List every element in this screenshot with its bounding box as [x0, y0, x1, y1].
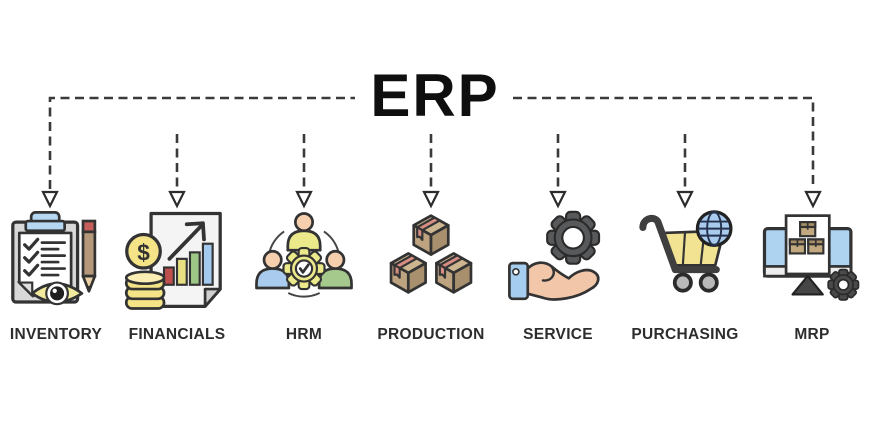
module-service: SERVICE: [496, 204, 620, 354]
financials-label: FINANCIALS: [128, 326, 226, 343]
team-network-gear-icon: [255, 212, 353, 298]
mrp-label: MRP: [794, 326, 830, 343]
document-chart-coins-icon: $: [124, 211, 222, 310]
shopping-cart-globe-icon: [639, 210, 733, 293]
dollar-sign: $: [137, 239, 150, 265]
module-hrm: HRM: [242, 204, 366, 354]
monitor-boxes-gear-icon: [762, 214, 860, 301]
module-inventory: INVENTORY: [0, 204, 118, 354]
hrm-label: HRM: [285, 326, 323, 343]
arrowhead-service: [549, 190, 567, 209]
module-production: PRODUCTION: [369, 204, 493, 354]
erp-title: ERP: [370, 62, 500, 129]
arrowhead-purchasing: [676, 190, 694, 209]
arrowhead-financials: [168, 190, 186, 209]
module-mrp: MRP: [750, 204, 870, 354]
purchasing-label: PURCHASING: [631, 326, 739, 343]
arrowhead-inventory: [41, 190, 59, 209]
hand-holding-gear-icon: [508, 210, 601, 301]
module-purchasing: PURCHASING: [623, 204, 747, 354]
clipboard-checklist-eye-icon: [11, 211, 97, 306]
stacked-boxes-icon: [389, 214, 473, 294]
horizontal-line-right: [513, 96, 815, 189]
inventory-label: INVENTORY: [9, 326, 103, 343]
service-label: SERVICE: [523, 326, 593, 343]
arrowhead-mrp: [804, 190, 822, 209]
arrowhead-hrm: [295, 190, 313, 209]
horizontal-line-left: [48, 96, 355, 189]
module-financials: $ FINANCIALS: [115, 204, 239, 354]
production-label: PRODUCTION: [377, 326, 485, 343]
arrowhead-production: [422, 190, 440, 209]
